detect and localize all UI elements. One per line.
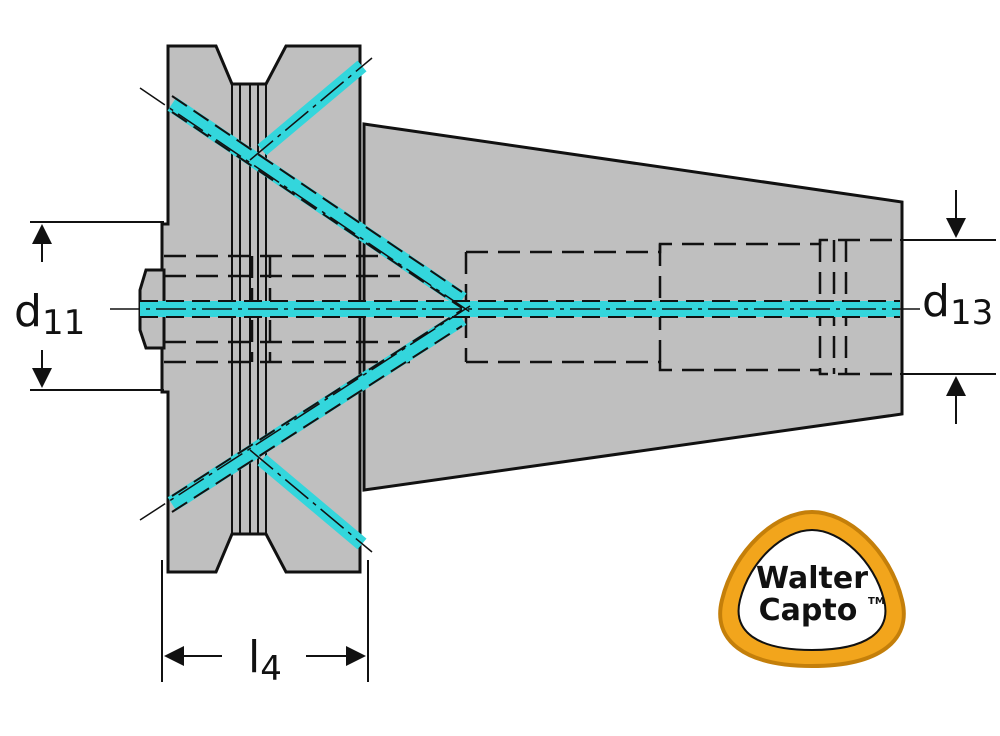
- d11-symbol: d: [14, 286, 42, 337]
- logo-inner: [737, 528, 887, 652]
- walter-capto-logo: Walter Capto TM: [718, 509, 906, 669]
- coolant-upper-left: [167, 97, 467, 307]
- logo-line2: Capto: [759, 593, 858, 628]
- dimension-d11: d11: [14, 221, 164, 391]
- coolant-channels: [110, 57, 920, 553]
- logo-trademark: TM: [868, 596, 885, 607]
- d13-subscript: 13: [950, 293, 993, 333]
- d13-symbol: d: [922, 276, 950, 327]
- logo-line1: Walter: [756, 561, 868, 596]
- d11-subscript: 11: [42, 303, 85, 343]
- dimension-l4: l4: [161, 560, 369, 689]
- l4-label: l4: [248, 632, 282, 689]
- l4-subscript: 4: [260, 649, 282, 689]
- coolant-lower-left: [167, 311, 467, 511]
- d13-label: d13: [922, 276, 993, 333]
- d11-label: d11: [14, 286, 85, 343]
- dimension-d13: d13: [900, 190, 996, 424]
- l4-symbol: l: [248, 632, 260, 683]
